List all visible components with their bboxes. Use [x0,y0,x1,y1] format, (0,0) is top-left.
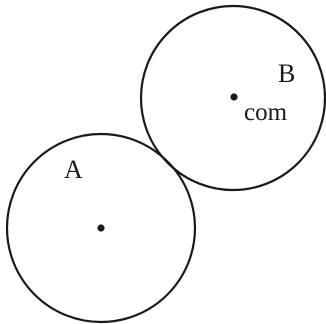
circle-b-sublabel: com [244,99,288,126]
circle-b-center [230,93,238,101]
circle-b [139,4,326,192]
circle-a-group: A [5,132,197,324]
circle-a-center [97,224,105,232]
circle-b-label: B [278,59,295,88]
circle-a-label: A [64,155,83,184]
circle-a [5,132,197,324]
circle-b-group: B com [139,4,326,192]
